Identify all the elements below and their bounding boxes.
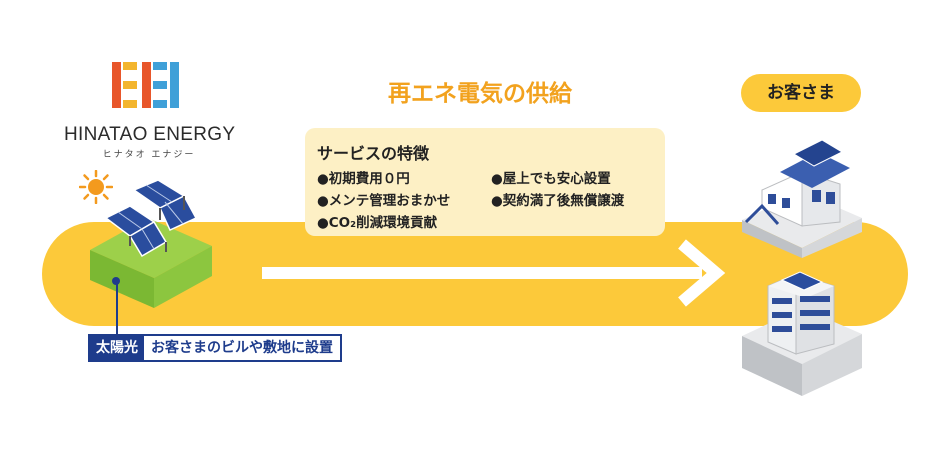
feature-item: ●契約満了後無償譲渡 <box>491 193 625 209</box>
brand-logo-icon <box>112 62 179 108</box>
solar-label: 太陽光 お客さまのビルや敷地に設置 <box>88 334 342 362</box>
diagram-title: 再エネ電気の供給 <box>388 81 572 107</box>
solar-label-text: お客さまのビルや敷地に設置 <box>151 340 333 356</box>
solar-panel-icon <box>90 180 212 308</box>
feature-item: ●CO₂削減環境貢献 <box>317 215 438 231</box>
customer-badge: お客さま <box>741 74 861 112</box>
sun-icon <box>79 170 113 204</box>
solar-label-tag: 太陽光 <box>90 336 144 360</box>
brand-kana: ヒナタオ エナジー <box>102 150 196 160</box>
house-icon <box>742 139 862 258</box>
pointer-line <box>116 280 118 334</box>
features-box: サービスの特徴 ●初期費用０円 ●屋上でも安心設置 ●メンテ管理おまかせ ●契約… <box>305 128 665 236</box>
brand-name: HINATAO ENERGY <box>64 124 236 145</box>
feature-item: ●屋上でも安心設置 <box>491 171 611 187</box>
feature-item: ●メンテ管理おまかせ <box>317 193 451 209</box>
building-icon <box>742 271 862 396</box>
features-title: サービスの特徴 <box>317 144 430 163</box>
feature-item: ●初期費用０円 <box>317 171 410 187</box>
arrow-right-icon <box>262 239 726 307</box>
